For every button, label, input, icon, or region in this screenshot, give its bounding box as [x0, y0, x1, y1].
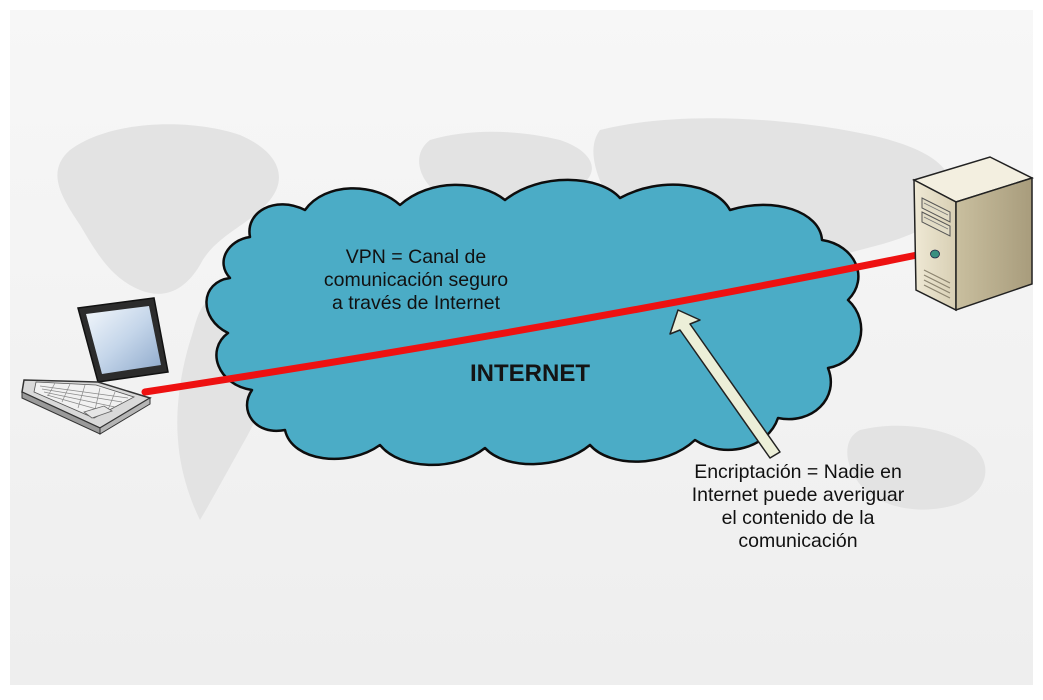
internet-cloud-label: INTERNET [470, 360, 590, 387]
encryption-arrow [669, 309, 781, 459]
internet-cloud [205, 178, 863, 467]
encryption-description-label: Encriptación = Nadie en Internet puede a… [691, 461, 905, 552]
vpn-description-label: VPN = Canal de comunicación seguro a tra… [323, 246, 509, 314]
vpn-tunnel-line [141, 250, 926, 396]
laptop-icon [21, 297, 169, 435]
server-icon [912, 156, 1034, 312]
